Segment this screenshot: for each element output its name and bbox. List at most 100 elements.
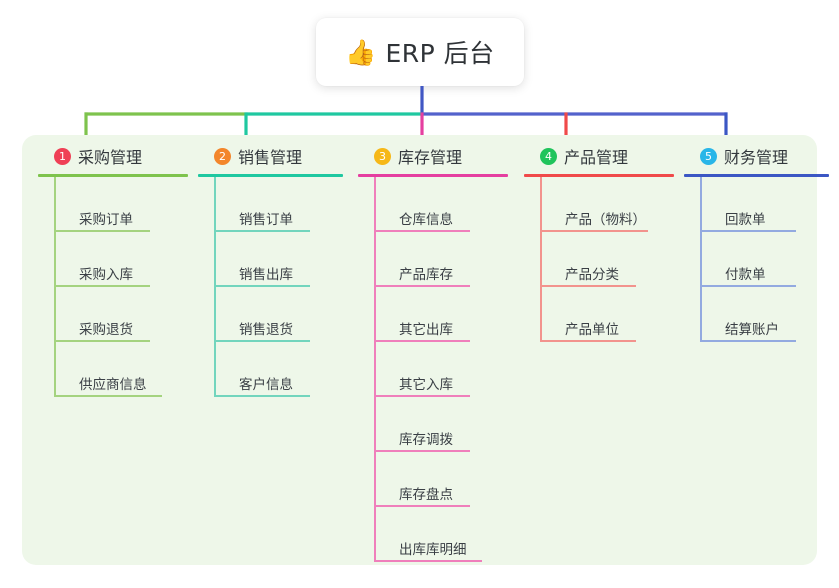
branch-item-underline (374, 560, 482, 562)
branch-title: 销售管理 (238, 148, 303, 167)
branch-item-label: 回款单 (725, 212, 766, 228)
branch-item[interactable]: 回款单 (700, 177, 829, 232)
branch-header-4[interactable]: 4 产品管理 (524, 143, 674, 169)
branch-item[interactable]: 销售订单 (214, 177, 343, 232)
branch-number-badge: 5 (700, 147, 717, 165)
branch-item-underline (540, 230, 648, 232)
branch-spine (54, 177, 56, 397)
branch-item-label: 库存调拨 (399, 432, 453, 448)
branch-item[interactable]: 采购订单 (54, 177, 188, 232)
branch-item-underline (700, 340, 796, 342)
branch-item-label: 仓库信息 (399, 212, 453, 228)
branch-item-label: 客户信息 (239, 377, 293, 393)
branch-underline (358, 174, 508, 177)
branch-item-underline (374, 285, 470, 287)
branch-item[interactable]: 结算账户 (700, 287, 829, 342)
branch-item[interactable]: 销售出库 (214, 232, 343, 287)
branch-item-underline (540, 285, 636, 287)
branch-item[interactable]: 库存调拨 (374, 397, 508, 452)
branch-item[interactable]: 库存盘点 (374, 452, 508, 507)
branch-item-label: 销售出库 (239, 267, 293, 283)
branch-item[interactable]: 采购退货 (54, 287, 188, 342)
root-node-card[interactable]: 👍 ERP 后台 (316, 18, 524, 86)
branch-item-underline (214, 285, 310, 287)
branch-item-label: 付款单 (725, 267, 766, 283)
branch-column-1: 1 采购管理采购订单采购入库采购退货供应商信息 (38, 143, 188, 397)
branch-item-label: 其它出库 (399, 322, 453, 338)
branch-spine (374, 177, 376, 562)
branch-item-underline (214, 395, 310, 397)
branch-column-2: 2 销售管理销售订单销售出库销售退货客户信息 (198, 143, 343, 397)
branch-item-underline (700, 230, 796, 232)
branch-item-label: 结算账户 (725, 322, 779, 338)
branch-item[interactable]: 付款单 (700, 232, 829, 287)
branch-item-label: 采购入库 (79, 267, 133, 283)
branch-item[interactable]: 出库库明细 (374, 507, 508, 562)
branch-item-label: 出库库明细 (399, 542, 467, 558)
branch-number-badge: 3 (374, 147, 391, 165)
branch-title: 产品管理 (564, 148, 629, 167)
branch-header-3[interactable]: 3 库存管理 (358, 143, 508, 169)
branch-underline (524, 174, 674, 177)
branch-item-underline (54, 395, 162, 397)
branch-item[interactable]: 采购入库 (54, 232, 188, 287)
branch-items: 产品（物料） 产品分类产品单位 (524, 177, 674, 342)
branch-item-underline (374, 395, 470, 397)
branch-item-underline (54, 230, 150, 232)
branch-item-underline (540, 340, 636, 342)
thumbs-up-icon: 👍 (345, 37, 377, 67)
branch-number-badge: 2 (214, 147, 231, 165)
branch-item-label: 产品库存 (399, 267, 453, 283)
branch-header-1[interactable]: 1 采购管理 (38, 143, 188, 169)
branch-number-badge: 1 (54, 147, 71, 165)
branch-header-2[interactable]: 2 销售管理 (198, 143, 343, 169)
branch-items: 采购订单采购入库采购退货供应商信息 (38, 177, 188, 397)
branch-item[interactable]: 其它入库 (374, 342, 508, 397)
branch-items: 仓库信息产品库存其它出库其它入库库存调拨库存盘点出库库明细 (358, 177, 508, 562)
branch-item-label: 销售退货 (239, 322, 293, 338)
branch-item[interactable]: 产品（物料） (540, 177, 674, 232)
branch-item-underline (214, 230, 310, 232)
branch-item-underline (54, 340, 150, 342)
root-node-title: ERP 后台 (385, 39, 495, 68)
branch-item[interactable]: 产品分类 (540, 232, 674, 287)
branch-item-label: 库存盘点 (399, 487, 453, 503)
branch-item[interactable]: 客户信息 (214, 342, 343, 397)
branch-item[interactable]: 供应商信息 (54, 342, 188, 397)
branch-item[interactable]: 销售退货 (214, 287, 343, 342)
branch-column-4: 4 产品管理产品（物料） 产品分类产品单位 (524, 143, 674, 342)
branch-item-label: 其它入库 (399, 377, 453, 393)
branches-panel (22, 135, 817, 565)
branch-item-underline (374, 450, 470, 452)
branch-items: 销售订单销售出库销售退货客户信息 (198, 177, 343, 397)
branch-underline (684, 174, 829, 177)
branch-item-label: 产品分类 (565, 267, 619, 283)
branch-item[interactable]: 其它出库 (374, 287, 508, 342)
branch-column-3: 3 库存管理仓库信息产品库存其它出库其它入库库存调拨库存盘点出库库明细 (358, 143, 508, 562)
branch-title: 财务管理 (724, 148, 789, 167)
branch-header-5[interactable]: 5 财务管理 (684, 143, 829, 169)
branch-item-label: 采购订单 (79, 212, 133, 228)
branch-item-label: 产品（物料） (565, 212, 646, 228)
branch-item-label: 采购退货 (79, 322, 133, 338)
branch-spine (214, 177, 216, 397)
branch-number-badge: 4 (540, 147, 557, 165)
branch-item-underline (374, 340, 470, 342)
branch-item-label: 销售订单 (239, 212, 293, 228)
branch-item-underline (374, 505, 470, 507)
branch-title: 库存管理 (398, 148, 463, 167)
branch-item[interactable]: 仓库信息 (374, 177, 508, 232)
branch-spine (540, 177, 542, 342)
branch-item-label: 产品单位 (565, 322, 619, 338)
branch-underline (198, 174, 343, 177)
branch-item[interactable]: 产品库存 (374, 232, 508, 287)
branch-title: 采购管理 (78, 148, 143, 167)
branch-item-underline (700, 285, 796, 287)
branch-column-5: 5 财务管理回款单付款单结算账户 (684, 143, 829, 342)
branch-item-underline (214, 340, 310, 342)
branch-spine (700, 177, 702, 342)
branch-underline (38, 174, 188, 177)
branch-item-underline (374, 230, 470, 232)
branch-item[interactable]: 产品单位 (540, 287, 674, 342)
